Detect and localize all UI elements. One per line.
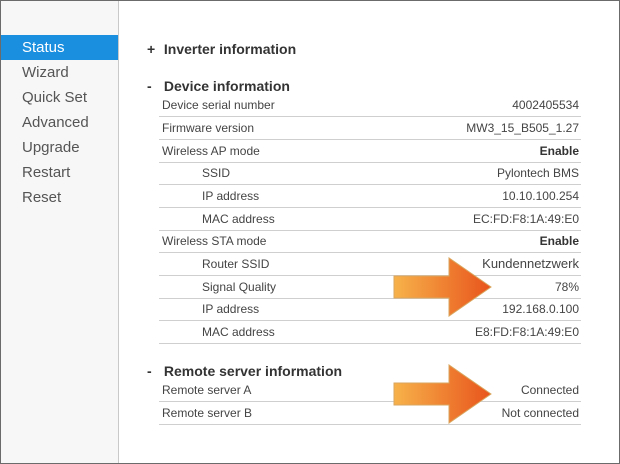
wireless-sta-mode-label: Wireless STA mode [162,234,267,248]
remote-server-info-title: Remote server information [163,363,343,379]
inverter-info-title: Inverter information [163,41,297,57]
table-row: IP address 10.10.100.254 [159,185,581,208]
table-row: Remote server A Connected [159,379,581,402]
sta-ip-address-label: IP address [202,302,260,316]
remote-server-b-label: Remote server B [162,406,253,420]
firmware-version-label: Firmware version [162,121,255,135]
sidebar-item-status[interactable]: Status [1,35,118,60]
sta-mac-address-value: E8:FD:F8:1A:49:E0 [474,325,579,339]
table-row: MAC address EC:FD:F8:1A:49:E0 [159,208,581,231]
sidebar-item-quick-set[interactable]: Quick Set [22,89,88,106]
remote-server-info-toggle[interactable]: - Remote server information [147,363,342,379]
signal-quality-value: 78% [554,280,579,294]
router-ssid-label: Router SSID [202,257,270,271]
remote-server-b-value: Not connected [501,406,579,420]
sidebar-nav: Status Wizard Quick Set Advanced Upgrade… [1,35,118,210]
wireless-ap-mode-label: Wireless AP mode [162,144,260,158]
sidebar-item-restart[interactable]: Restart [22,164,71,181]
inverter-info-toggle[interactable]: + Inverter information [147,41,296,57]
remote-server-a-label: Remote server A [162,383,252,397]
ap-ip-address-label: IP address [202,189,260,203]
sidebar-item-advanced[interactable]: Advanced [22,114,89,131]
ap-mac-address-label: MAC address [202,212,275,226]
collapse-sign: - [147,363,152,379]
table-row: Wireless AP mode Enable [159,140,581,163]
sta-ip-address-value: 192.168.0.100 [502,302,579,316]
device-info-toggle[interactable]: - Device information [147,78,290,94]
ap-ip-address-value: 10.10.100.254 [502,189,579,203]
table-row: Firmware version MW3_15_B505_1.27 [159,117,581,140]
ap-ssid-label: SSID [202,166,231,180]
wireless-sta-mode-value: Enable [539,234,579,248]
main-content: + Inverter information - Device informat… [119,1,619,463]
table-row: SSID Pylontech BMS [159,162,581,185]
table-row: Remote server B Not connected [159,402,581,425]
arrow-right-icon [393,364,492,424]
arrow-right-icon [393,257,492,317]
wireless-ap-mode-value: Enable [539,144,579,158]
firmware-version-value: MW3_15_B505_1.27 [466,121,579,135]
table-row: Device serial number 4002405534 [159,94,581,117]
device-serial-value: 4002405534 [512,98,579,112]
ap-mac-address-value: EC:FD:F8:1A:49:E0 [472,212,579,226]
sidebar: Status Wizard Quick Set Advanced Upgrade… [1,1,119,463]
table-row: IP address 192.168.0.100 [159,298,581,321]
sidebar-item-upgrade[interactable]: Upgrade [22,139,80,156]
device-serial-label: Device serial number [162,98,275,112]
sta-mac-address-label: MAC address [202,325,275,339]
sidebar-item-wizard[interactable]: Wizard [22,64,69,81]
remote-server-a-value: Connected [520,383,579,397]
device-info-title: Device information [163,78,290,94]
ap-ssid-value: Pylontech BMS [496,166,579,180]
signal-quality-label: Signal Quality [202,280,277,294]
expand-sign: + [147,41,156,57]
router-ssid-value: Kundennetzwerk [482,256,579,271]
table-row: Signal Quality 78% [159,276,581,299]
table-row: Wireless STA mode Enable [159,230,581,253]
table-row: MAC address E8:FD:F8:1A:49:E0 [159,321,581,344]
sidebar-item-reset[interactable]: Reset [22,189,62,206]
table-row: Router SSID Kundennetzwerk [159,253,581,276]
collapse-sign: - [147,78,152,94]
